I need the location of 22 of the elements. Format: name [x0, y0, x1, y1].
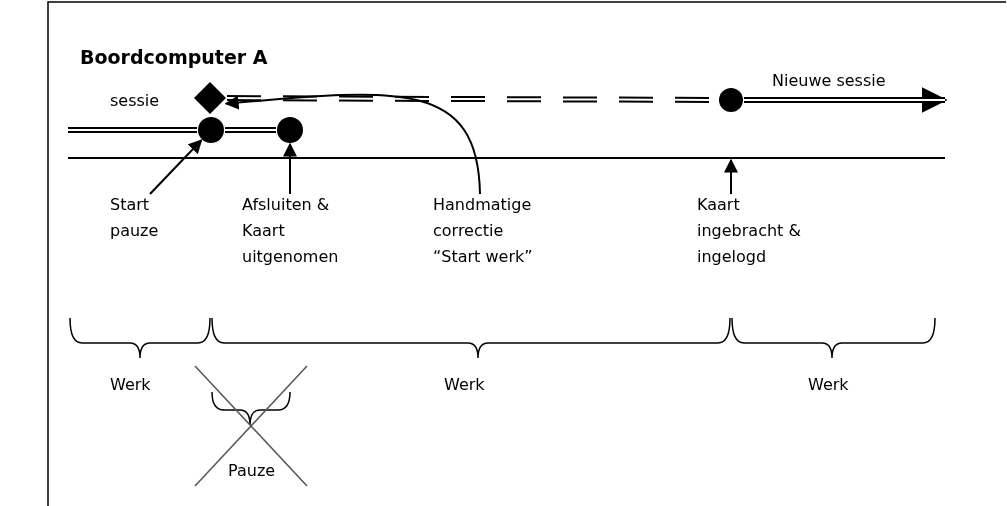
span-label: Werk [444, 374, 485, 396]
span-label: Pauze [228, 460, 276, 482]
session-line [68, 127, 197, 133]
arrow [149, 139, 203, 195]
event-caption: Kaart ingebracht & ingelogd [697, 192, 822, 270]
line-label: sessie [110, 90, 160, 112]
event-caption: Start pauze [110, 192, 170, 244]
arrow [724, 158, 738, 195]
arrow [283, 142, 297, 195]
edge-label: Nieuwe sessie [772, 70, 886, 92]
event-dot [198, 117, 224, 143]
arrow [224, 93, 481, 195]
span-label: Werk [808, 374, 849, 396]
event-caption: Afsluiten & Kaart uitgenomen [242, 192, 367, 270]
event-diamond [194, 82, 226, 114]
event-caption: Handmatige correctie “Start werk” [433, 192, 543, 270]
event-dot [719, 88, 743, 112]
span-label: Werk [110, 374, 151, 396]
session-line [225, 127, 276, 133]
title: Boordcomputer A [80, 45, 268, 70]
session-line [744, 87, 948, 113]
event-dot [277, 117, 303, 143]
